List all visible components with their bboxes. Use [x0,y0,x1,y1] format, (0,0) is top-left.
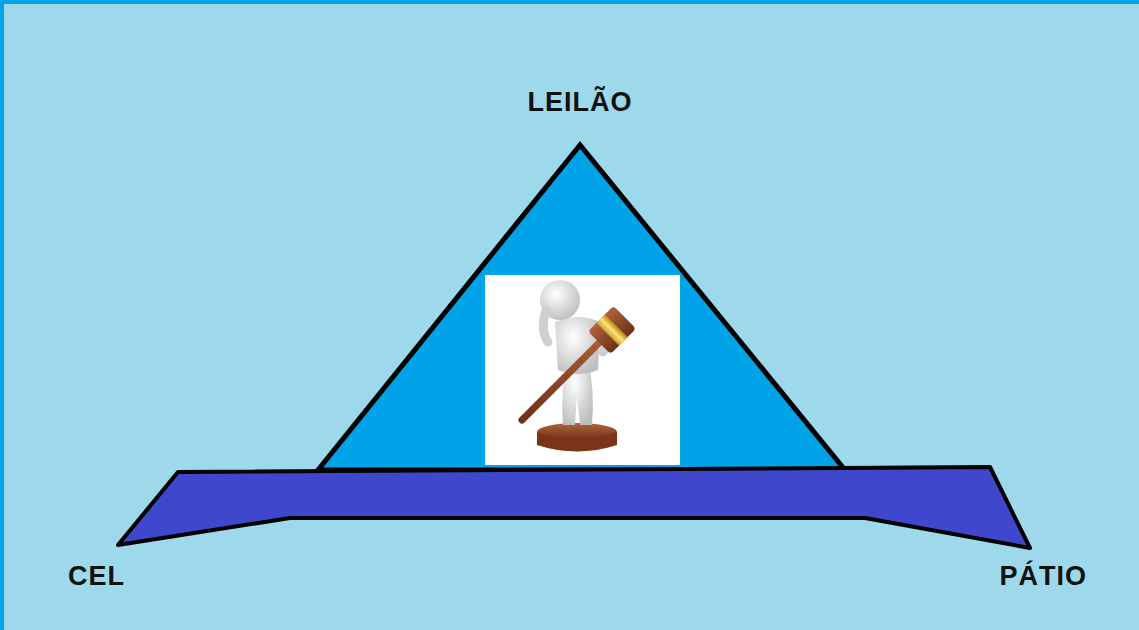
auctioneer-picture [485,275,680,465]
end-label: CEL [68,562,125,592]
gavel-head [588,306,636,354]
picture-frame [485,275,680,465]
balance-beam [118,467,1030,548]
end-label: PÁTIO [999,562,1087,592]
figure-arm [543,310,548,342]
gavel-handle [522,332,610,420]
pedestal-side [537,432,617,452]
title-label: LEILÃO [528,88,633,118]
fulcrum-triangle [318,145,845,470]
